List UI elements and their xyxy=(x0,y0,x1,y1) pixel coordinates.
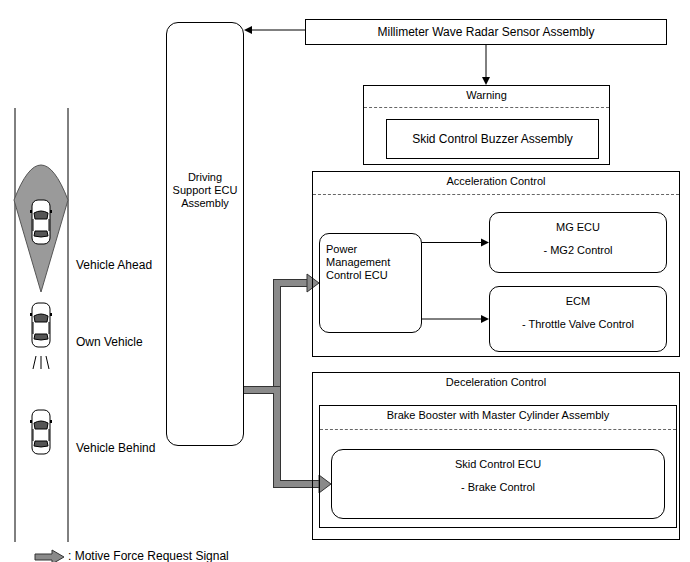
legend-text: : Motive Force Request Signal xyxy=(68,549,229,562)
arrowhead xyxy=(307,274,319,292)
group-box: Acceleration ControlPower Management Con… xyxy=(312,171,680,357)
group-heading: Warning xyxy=(364,89,609,101)
arrowhead xyxy=(482,77,490,85)
arrowhead xyxy=(319,475,331,493)
sensor-box: Millimeter Wave Radar Sensor Assembly xyxy=(305,19,667,45)
signal-arrow xyxy=(422,239,489,247)
vehicle-label: Vehicle Behind xyxy=(76,441,155,455)
group-box: Deceleration ControlBrake Booster with M… xyxy=(312,372,680,540)
box-label: Skid Control Buzzer Assembly xyxy=(412,132,573,146)
ecu-box: ECM- Throttle Valve Control xyxy=(489,286,667,352)
heading-divider xyxy=(313,194,679,195)
signal-arrow xyxy=(244,26,305,34)
heading-divider xyxy=(320,429,676,430)
box-label: Millimeter Wave Radar Sensor Assembly xyxy=(378,25,595,39)
legend-arrow-sample xyxy=(34,549,68,562)
group-heading: Deceleration Control xyxy=(313,376,679,388)
heading-divider xyxy=(364,107,609,108)
ecu-box: Power Management Control ECU xyxy=(319,233,422,333)
function-label: - Brake Control xyxy=(332,471,664,494)
motive-force-arrow xyxy=(244,274,319,390)
arrowhead xyxy=(481,315,489,323)
group-box: WarningSkid Control Buzzer Assembly xyxy=(363,85,610,165)
box-label: Driving Support ECU Assembly xyxy=(167,171,243,211)
signal-arrow xyxy=(482,45,490,85)
box-title: MG ECU xyxy=(490,213,666,234)
signal-arrow xyxy=(422,315,489,323)
radar-sector xyxy=(14,165,68,292)
arrowhead xyxy=(244,26,252,34)
function-label: - Throttle Valve Control xyxy=(490,308,666,331)
box-title: Skid Control ECU xyxy=(332,450,664,471)
box-title: ECM xyxy=(490,287,666,308)
vehicle-label: Vehicle Ahead xyxy=(76,258,152,272)
ecu-box: MG ECU- MG2 Control xyxy=(489,212,667,273)
function-label: - MG2 Control xyxy=(490,234,666,257)
motive-force-arrow xyxy=(244,390,331,493)
ecu-box: Skid Control ECU- Brake Control xyxy=(331,449,665,519)
ecu-box: Driving Support ECU Assembly xyxy=(166,22,244,446)
box-label: Power Management Control ECU xyxy=(320,234,421,283)
group-heading: Acceleration Control xyxy=(313,175,679,187)
group-heading: Brake Booster with Master Cylinder Assem… xyxy=(320,409,676,421)
component-box: Skid Control Buzzer Assembly xyxy=(386,119,599,159)
arrowhead xyxy=(481,239,489,247)
vehicle-label: Own Vehicle xyxy=(76,335,143,349)
assembly-box: Brake Booster with Master Cylinder Assem… xyxy=(319,405,677,528)
